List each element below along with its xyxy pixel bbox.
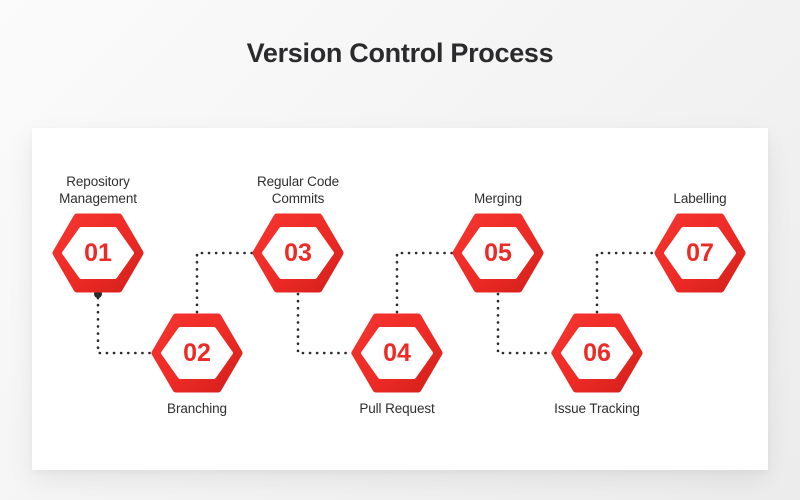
process-flow-diagram: 01 Repository Management 02 Branching bbox=[32, 128, 768, 470]
step-label-03-line2: Commits bbox=[271, 191, 325, 206]
step-label-06-line1: Issue Tracking bbox=[554, 401, 640, 416]
step-label-04: Pull Request bbox=[297, 400, 497, 417]
page-title: Version Control Process bbox=[246, 38, 554, 68]
step-label-01-line2: Management bbox=[59, 191, 137, 206]
step-label-03: Regular Code Commits bbox=[198, 173, 398, 207]
hexagon-icon-03 bbox=[251, 212, 345, 294]
step-label-03-line1: Regular Code bbox=[256, 174, 340, 189]
step-label-02-line1: Branching bbox=[167, 401, 227, 416]
hexagon-icon-07 bbox=[653, 212, 747, 294]
hexagon-icon-01 bbox=[51, 212, 145, 294]
step-label-07-line1: Labelling bbox=[673, 191, 727, 206]
step-label-04-line1: Pull Request bbox=[359, 401, 435, 416]
hexagon-icon-04 bbox=[350, 312, 444, 394]
hexagon-icon-02 bbox=[150, 312, 244, 394]
step-label-02: Branching bbox=[97, 400, 297, 417]
step-label-07: Labelling bbox=[600, 190, 800, 207]
hexagon-icon-05 bbox=[451, 212, 545, 294]
step-label-01-line1: Repository bbox=[66, 174, 130, 189]
step-label-05: Merging bbox=[398, 190, 598, 207]
step-label-05-line1: Merging bbox=[473, 191, 523, 206]
diagram-card bbox=[32, 128, 768, 470]
step-label-01: Repository Management bbox=[0, 173, 198, 207]
step-label-06: Issue Tracking bbox=[497, 400, 697, 417]
connector-01-to-02 bbox=[96, 296, 172, 357]
hexagon-icon-06 bbox=[550, 312, 644, 394]
